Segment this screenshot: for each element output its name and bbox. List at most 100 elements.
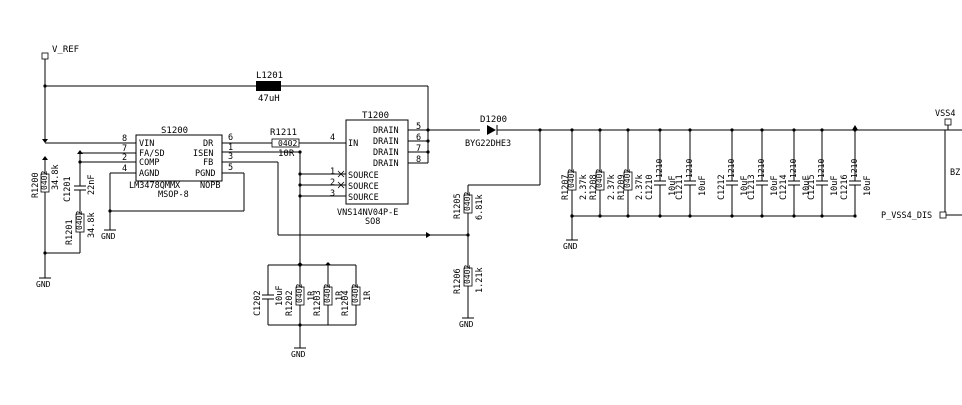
t1200-drain-6: DRAIN	[373, 137, 399, 147]
t1200-part: VNS14NV04P-E	[337, 208, 398, 218]
r1201-value: 34.8k	[87, 212, 97, 238]
resistor-value: 2.37k	[635, 174, 645, 200]
inductor-l1201: L1201 47uH	[256, 71, 283, 104]
capacitor-ref: C1212	[717, 174, 727, 200]
vss4-port-icon	[944, 118, 952, 126]
r1211-ref: R1211	[270, 128, 297, 138]
s1200-pin-2-num: 2	[122, 153, 127, 163]
s1200-pin-5-num: 5	[228, 163, 233, 173]
d1200-value: BYG22DHE3	[465, 139, 511, 149]
capacitor-pkg: 1210	[757, 159, 766, 178]
r1206-value: 1.21k	[475, 267, 485, 293]
resistor-pkg: 0402	[623, 169, 632, 188]
diode-d1200: D1200 BYG22DHE3	[465, 115, 948, 149]
left-compensation: 0402 R1200 34.8k GND C1201 22nF 0402 R12…	[31, 150, 97, 289]
vss4-output: VSS4 BZ P_VSS4_DIS GND	[563, 109, 962, 251]
capacitor-pkg: 1210	[789, 159, 798, 178]
s1200-pin-pgnd: PGND	[195, 169, 215, 179]
bz-label: BZ	[950, 168, 960, 178]
t1200-body	[345, 119, 409, 205]
s1200-ref: S1200	[161, 126, 188, 136]
capacitor-value: 10uF	[698, 176, 708, 196]
d1200-ref: D1200	[480, 115, 507, 125]
fasd-arrow-icon	[77, 150, 83, 154]
r1205-value: 6.81k	[475, 194, 485, 220]
resistor-value: 2.37k	[607, 174, 617, 200]
resistor-ref: R1208	[589, 174, 599, 200]
r1202-ref: R1202	[285, 290, 295, 316]
r1211-pkg: 0402	[278, 139, 297, 148]
gnd-label-fb: GND	[459, 320, 474, 329]
capacitor-ref: C1210	[645, 174, 655, 200]
r1200-ref: R1200	[31, 172, 41, 198]
t1200-package: SO8	[365, 217, 380, 227]
gnd-label-isen: GND	[291, 350, 306, 359]
s1200-pin-7-num: 7	[122, 144, 127, 154]
c1202-value: 10uF	[275, 286, 285, 306]
s1200-pin-agnd: AGND	[139, 169, 159, 179]
r1206-pkg: 0402	[463, 265, 472, 284]
resistor-pkg: 0402	[567, 169, 576, 188]
isen-arrow-icon	[297, 262, 303, 265]
s1200-part: LM3478QMMX	[129, 181, 181, 191]
s1200-pin-comp: COMP	[139, 158, 159, 168]
p-vss4-dis-port-icon	[939, 211, 947, 219]
capacitor-value: 10uF	[740, 176, 750, 196]
t1200-drain-5: DRAIN	[373, 126, 399, 136]
v-ref-port-icon	[41, 52, 49, 60]
s1200-pin-4-num: 4	[122, 164, 127, 174]
s1200-body	[135, 134, 223, 182]
p-vss4-dis-label: P_VSS4_DIS	[881, 211, 932, 221]
t1200-ref: T1200	[362, 111, 389, 121]
t1200-pin-5-num: 5	[416, 122, 421, 132]
diode-icon	[487, 125, 496, 135]
t1200-pin-in: IN	[348, 139, 358, 149]
resistor-ref: R1209	[617, 174, 627, 200]
fb-divider: 0402 R1205 6.81k 0402 R1206 1.21k GND	[277, 128, 542, 329]
r1204-pkg: 0402	[351, 284, 360, 303]
capacitor-value: 10uF	[863, 176, 873, 196]
vss4-label: VSS4	[935, 109, 955, 119]
capacitor-value: 10uF	[770, 176, 780, 196]
r1204-value: 1R	[363, 290, 373, 301]
s1200-pin-isen: ISEN	[193, 149, 213, 159]
l1201-value: 47uH	[258, 94, 280, 104]
capacitor-ref: C1211	[675, 174, 685, 200]
t1200-source-3: SOURCE	[348, 193, 379, 203]
t1200-pin-1-num: 1	[330, 167, 335, 177]
capacitor-ref: C1213	[747, 174, 757, 200]
gnd-label-agnd: GND	[101, 232, 116, 241]
t1200-pin-8-num: 8	[416, 155, 421, 165]
resistor-value: 2.37k	[579, 174, 589, 200]
capacitor-value: 10uF	[830, 176, 840, 196]
isen-arrow-icon	[325, 262, 331, 265]
capacitor-pkg: 1210	[655, 159, 664, 178]
t1200-drain-8: DRAIN	[373, 159, 399, 169]
c1201-ref: C1201	[63, 176, 73, 202]
s1200-nopb: NOPB	[200, 181, 220, 191]
r1202-value: 1R	[307, 290, 317, 301]
r1203-ref: R1203	[313, 290, 323, 316]
t1200-source-2: SOURCE	[348, 182, 379, 192]
r1203-value: 1R	[335, 290, 345, 301]
v-ref-arrow-icon	[42, 139, 48, 143]
resistor-ref: R1207	[561, 174, 571, 200]
s1200-pin-dr: DR	[203, 139, 214, 149]
r1200-value: 34.8k	[51, 164, 61, 190]
capacitor-pkg: 1210	[850, 159, 859, 178]
capacitor-value: 10uF	[802, 176, 812, 196]
t1200-pin-3-num: 3	[330, 189, 335, 199]
capacitor-ref: C1215	[807, 174, 817, 200]
r1205-ref: R1205	[453, 193, 463, 219]
s1200-pin-vin: VIN	[139, 139, 154, 149]
resistor-r1211: 0402 R1211 10R 4	[270, 128, 346, 159]
